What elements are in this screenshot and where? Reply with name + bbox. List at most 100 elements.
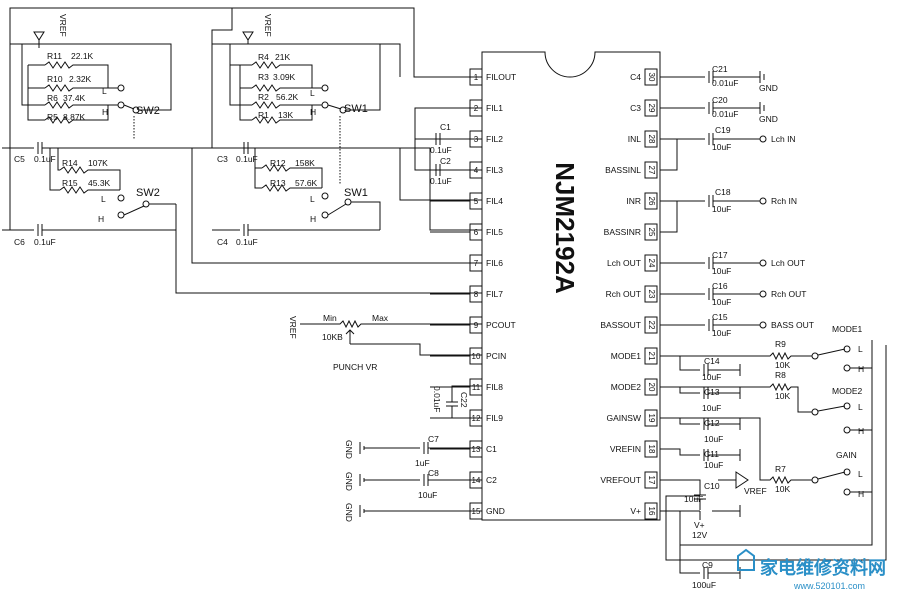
- r1-value: 13K: [278, 110, 293, 120]
- r15-value: 45.3K: [88, 178, 111, 188]
- pin-number: 23: [647, 290, 656, 299]
- pin-label: INR: [626, 196, 641, 206]
- pin-number: 13: [472, 445, 481, 454]
- punch-vr-label: PUNCH VR: [333, 362, 377, 372]
- sw2-lower-l: L: [101, 194, 106, 204]
- c6-label: C6: [14, 237, 25, 247]
- watermark-text: 家电维修资料网: [760, 557, 886, 578]
- pin-label: FIL3: [486, 165, 503, 175]
- pin-number: 11: [472, 383, 481, 392]
- c8-value: 10uF: [418, 490, 437, 500]
- r4-value: 21K: [275, 52, 290, 62]
- c17-label: C17: [712, 250, 728, 260]
- c14-value: 10uF: [702, 372, 721, 382]
- r9-label: R9: [775, 339, 786, 349]
- pin-label: BASSINL: [605, 165, 641, 175]
- c2-value: 0.1uF: [430, 176, 452, 186]
- pin-label: BASSOUT: [600, 320, 641, 330]
- pin-number: 18: [647, 445, 656, 454]
- v12-label: 12V: [692, 530, 707, 540]
- punch-vr-network: VREF Min Max 10KB PUNCH VR C22 0.01uF: [288, 313, 482, 419]
- sw1-upper-name: SW1: [344, 103, 368, 115]
- r11-value: 22.1K: [71, 51, 94, 61]
- pin-number: 16: [647, 507, 656, 516]
- ic-njm2192a: NJM2192A: [481, 51, 661, 521]
- c7-c8-network: GND GND GND C7 1uF C8 10uF: [344, 434, 482, 522]
- r3-value: 3.09K: [273, 72, 296, 82]
- rch-in-label: Rch IN: [771, 196, 797, 206]
- gain-h: H: [858, 489, 864, 499]
- r8-value: 10K: [775, 391, 790, 401]
- vref-label: VREF: [58, 14, 68, 37]
- mode2-label: MODE2: [832, 386, 863, 396]
- c17-value: 10uF: [712, 266, 731, 276]
- sw1-lower-network: C3 0.1uF R12 158K R13 57.6K L H SW1 C4 0…: [191, 142, 482, 264]
- c8-label: C8: [428, 468, 439, 478]
- c19-value: 10uF: [712, 142, 731, 152]
- pot-min: Min: [323, 313, 337, 323]
- gnd-label-2: GND: [344, 472, 354, 491]
- c7-label: C7: [428, 434, 439, 444]
- c12-value: 10uF: [704, 434, 723, 444]
- pin-number: 29: [647, 104, 656, 113]
- mode2-l: L: [858, 402, 863, 412]
- c20-label: C20: [712, 95, 728, 105]
- pin-label: Lch OUT: [607, 258, 641, 268]
- c10-value: 10uF: [684, 494, 703, 504]
- r13-label: R13: [270, 178, 286, 188]
- r13-value: 57.6K: [295, 178, 318, 188]
- r5-value: 8.87K: [63, 112, 86, 122]
- pin-number: 28: [647, 135, 656, 144]
- sw1-h-label: H: [310, 107, 316, 117]
- bass-out-label: BASS OUT: [771, 320, 814, 330]
- c4-left-value: 0.1uF: [236, 237, 258, 247]
- pin-label: MODE2: [611, 382, 642, 392]
- gnd-label-3: GND: [344, 503, 354, 522]
- r6-value: 37.4K: [63, 93, 86, 103]
- pin-label: PCIN: [486, 351, 506, 361]
- pin-number: 25: [647, 228, 656, 237]
- vref-label-3: VREF: [288, 316, 298, 339]
- pin-number: 27: [647, 166, 656, 175]
- r14-label: R14: [62, 158, 78, 168]
- pin-25: 25 BASSINR: [604, 223, 658, 241]
- gain-l: L: [858, 469, 863, 479]
- pin-label: VREFOUT: [600, 475, 641, 485]
- pin-label: FIL9: [486, 413, 503, 423]
- sw2-h-label: H: [102, 107, 108, 117]
- c12-label: C12: [704, 418, 720, 428]
- c15-label: C15: [712, 312, 728, 322]
- pin-number: 21: [647, 352, 656, 361]
- c3-value: 0.1uF: [236, 154, 258, 164]
- r11-label: R11: [47, 51, 62, 61]
- sw2-upper-network: VREF R11 22.1K R10 2.32K R6 37.4K R5 8.8…: [9, 14, 172, 230]
- vref-label-2: VREF: [263, 14, 273, 37]
- c13-value: 10uF: [702, 403, 721, 413]
- r2-label: R2: [258, 92, 269, 102]
- watermark-url: www.520101.com: [793, 581, 865, 591]
- c5-label: C5: [14, 154, 25, 164]
- pin-number: 20: [647, 383, 656, 392]
- c7-value: 1uF: [415, 458, 430, 468]
- pin-label: C2: [486, 475, 497, 485]
- c4-left-label: C4: [217, 237, 228, 247]
- pin-label: BASSINR: [604, 227, 641, 237]
- r8-label: R8: [775, 370, 786, 380]
- pin-label: VREFIN: [610, 444, 641, 454]
- c18-label: C18: [715, 187, 731, 197]
- pin-label: FIL4: [486, 196, 503, 206]
- gnd-c21: GND: [759, 83, 778, 93]
- pot-value: 10KB: [322, 332, 343, 342]
- c21-value: 0.01uF: [712, 78, 738, 88]
- pin-label: FIL5: [486, 227, 503, 237]
